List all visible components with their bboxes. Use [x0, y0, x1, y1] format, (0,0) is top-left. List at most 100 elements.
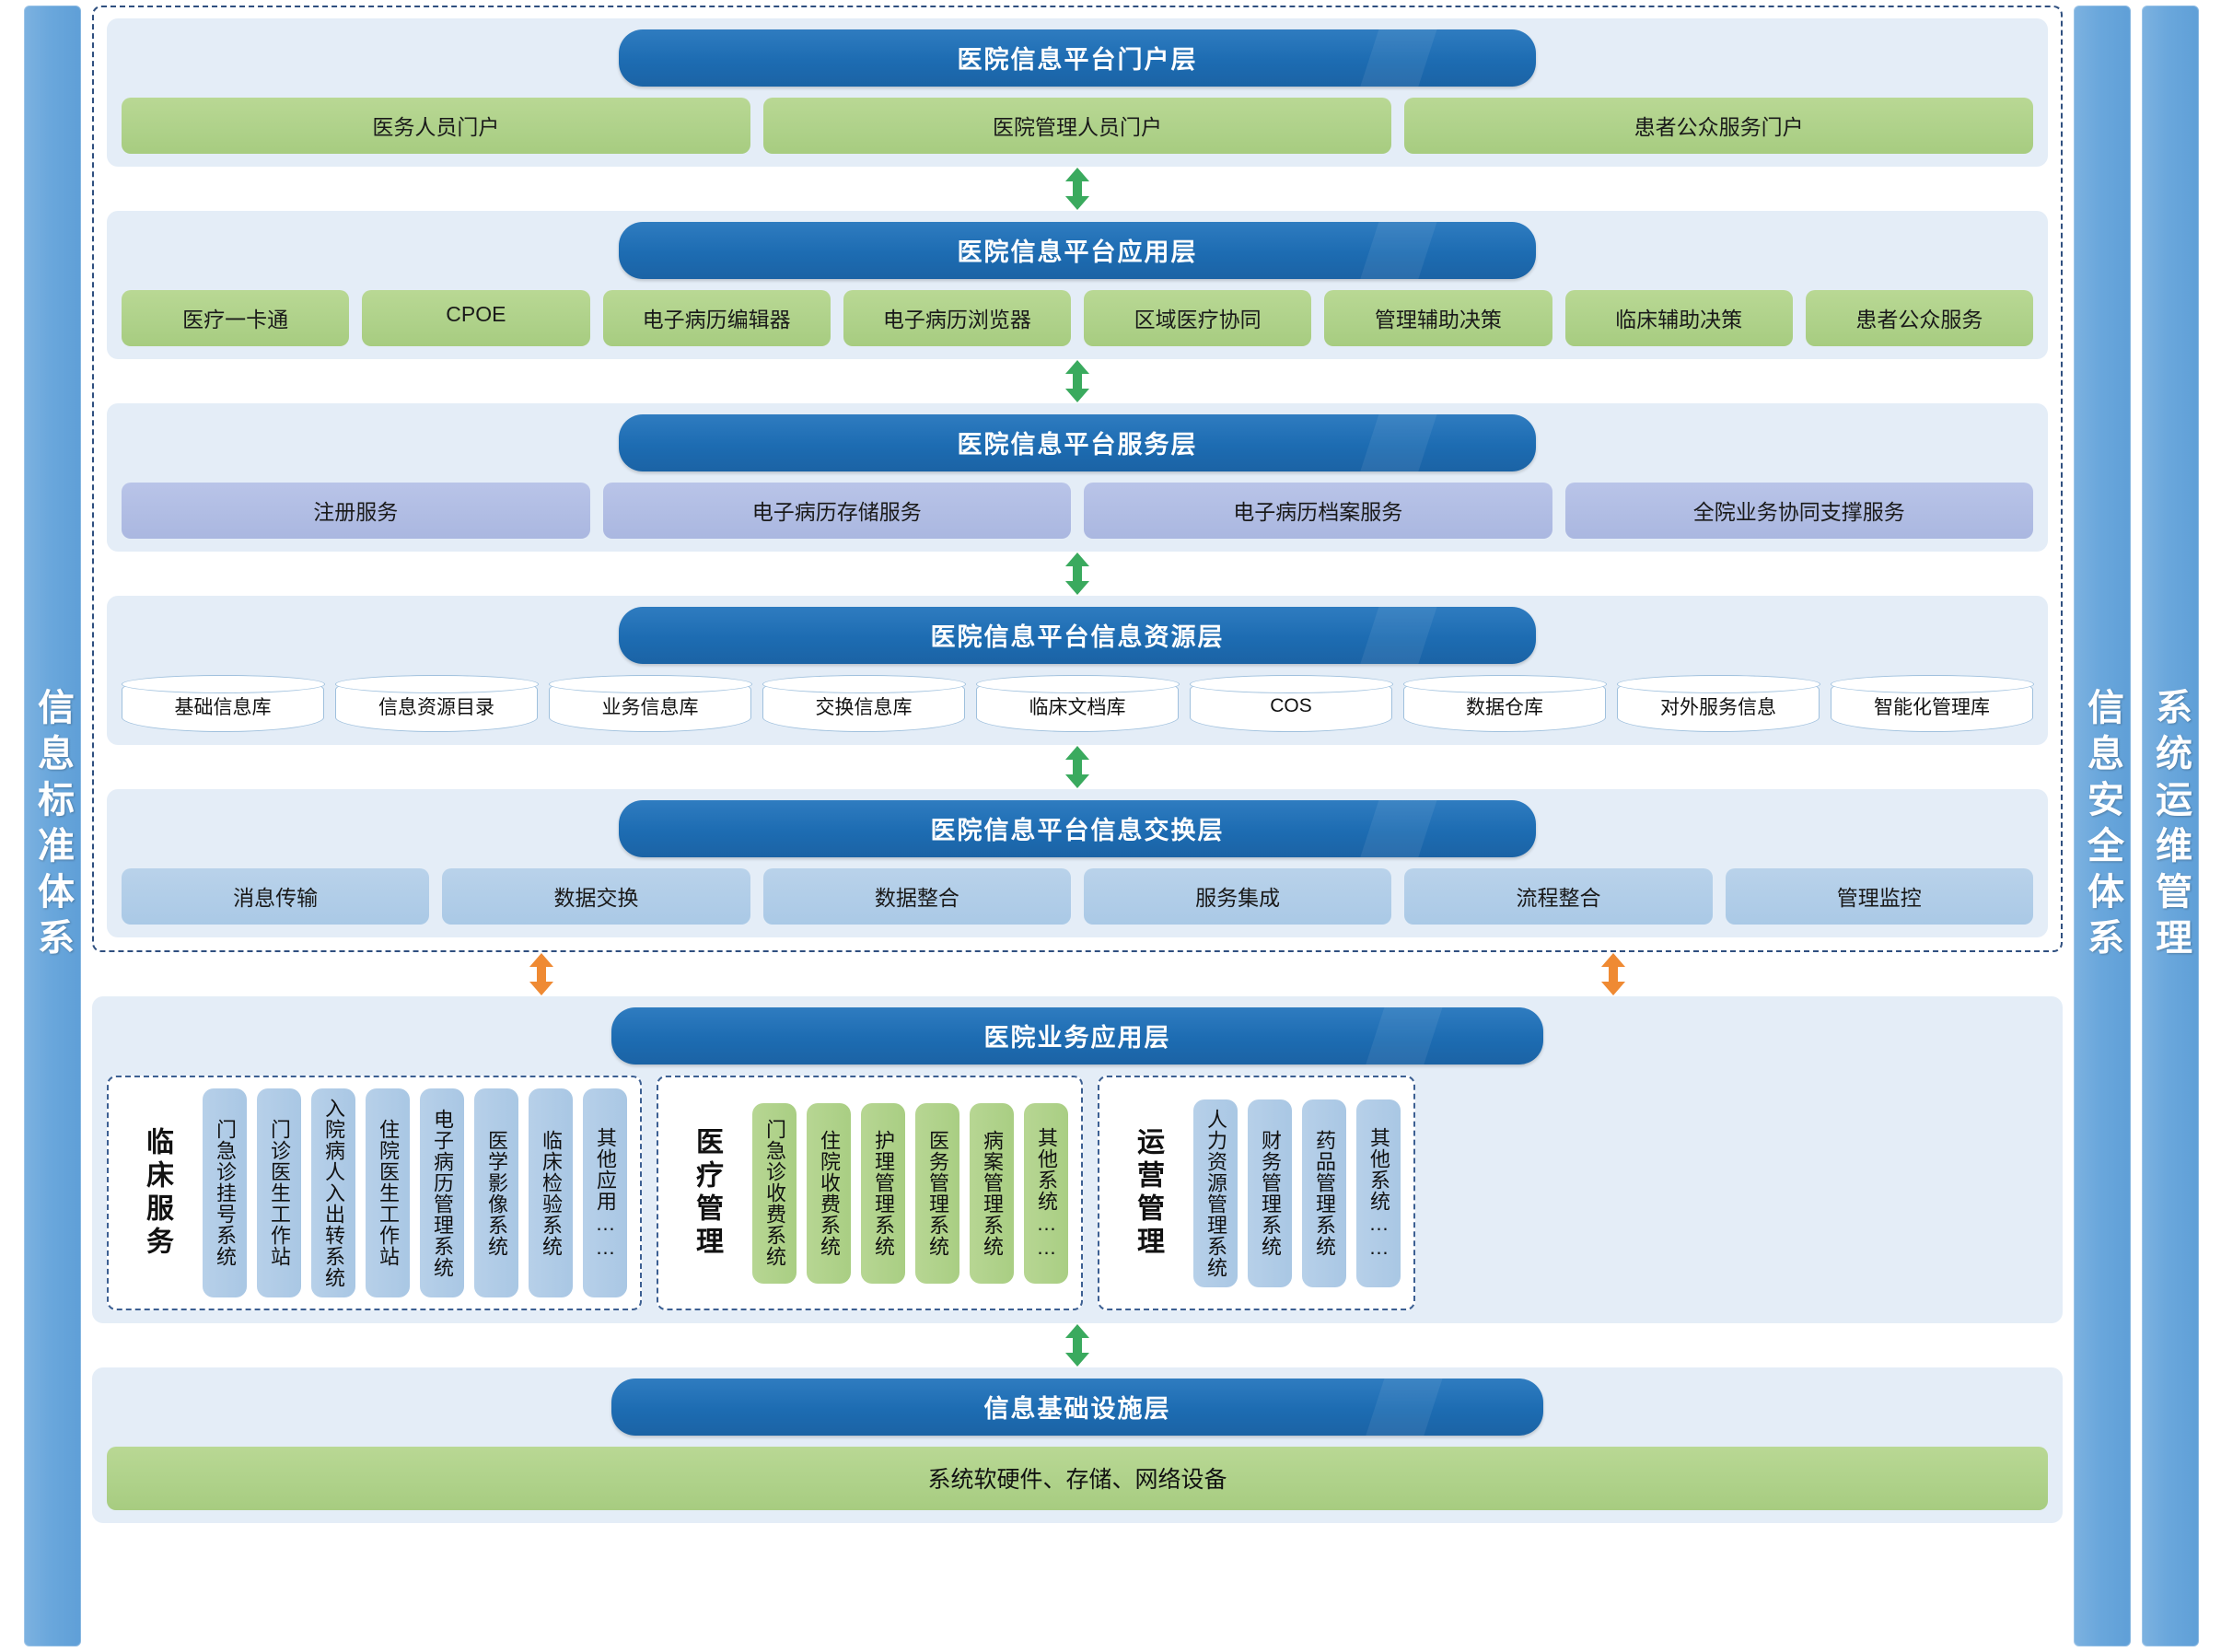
chip-portal-admin[interactable]: 医院管理人员门户 — [762, 98, 1392, 154]
database-cylinder-exchange[interactable]: 交换信息库 — [762, 674, 966, 732]
cyl-label: 智能化管理库 — [1874, 697, 1990, 718]
cyl-label: COS — [1270, 695, 1312, 716]
bidirectional-green-arrow-icon — [1065, 553, 1089, 595]
cyl-label: 业务信息库 — [601, 697, 699, 718]
vchip-other-clinical-apps[interactable]: 其他应用…… — [583, 1088, 627, 1297]
connector-platform-business — [92, 952, 2063, 996]
layer-infrastructure: 信息基础设施层 系统软硬件、存储、网络设备 — [92, 1367, 2063, 1523]
vchip-medical-affairs[interactable]: 医务管理系统 — [915, 1102, 959, 1284]
layer-business-title: 医院业务应用层 — [611, 1007, 1543, 1064]
layer-portal-items: 医务人员门户 医院管理人员门户 患者公众服务门户 — [122, 98, 2034, 154]
database-cylinder-smart-mgmt[interactable]: 智能化管理库 — [1830, 674, 2034, 732]
chip-app-clinical-dss[interactable]: 临床辅助决策 — [1564, 290, 1793, 346]
vchip-medical-imaging[interactable]: 医学影像系统 — [474, 1088, 518, 1297]
chip-svc-emr-archive[interactable]: 电子病历档案服务 — [1084, 483, 1552, 539]
layer-application-items: 医疗一卡通 CPOE 电子病历编辑器 电子病历浏览器 区域医疗协同 管理辅助决策… — [122, 290, 2033, 346]
layer-resource-title: 医院信息平台信息资源层 — [618, 607, 1537, 664]
chip-app-card[interactable]: 医疗一卡通 — [122, 290, 350, 346]
vchip-outpatient-billing[interactable]: 门急诊收费系统 — [752, 1102, 797, 1284]
layer-exchange-items: 消息传输 数据交换 数据整合 服务集成 流程整合 管理监控 — [122, 868, 2033, 925]
chip-app-patient-svc[interactable]: 患者公众服务 — [1805, 290, 2033, 346]
sidebar-system-operation-maintenance: 系统运维管理 — [2142, 6, 2199, 1646]
chip-ex-data-exch[interactable]: 数据交换 — [442, 868, 750, 925]
bidirectional-green-arrow-icon — [1065, 168, 1089, 210]
infrastructure-item-hardware[interactable]: 系统软硬件、存储、网络设备 — [107, 1447, 2048, 1510]
sidebar-information-security-system: 信息安全体系 — [2074, 6, 2131, 1646]
group-label-operations: 运营管理 — [1133, 1126, 1163, 1260]
bidirectional-green-arrow-icon — [1065, 360, 1089, 402]
chip-portal-staff[interactable]: 医务人员门户 — [122, 98, 750, 154]
business-groups: 临床服务 门急诊挂号系统 门诊医生工作站 入院病人入出转系统 住院医生工作站 电… — [107, 1076, 2048, 1310]
bidirectional-green-arrow-icon — [1065, 746, 1089, 788]
chip-app-cpoe[interactable]: CPOE — [362, 290, 590, 346]
sidebar-information-standard-system: 信息标准体系 — [24, 6, 81, 1646]
vchip-human-resources[interactable]: 人力资源管理系统 — [1193, 1099, 1238, 1287]
connector-business-infrastructure — [92, 1323, 2063, 1367]
cyl-label: 临床文档库 — [1029, 697, 1126, 718]
database-cylinder-clinical-doc[interactable]: 临床文档库 — [975, 674, 1180, 732]
database-cylinder-business[interactable]: 业务信息库 — [548, 674, 752, 732]
layer-portal: 医院信息平台门户层 医务人员门户 医院管理人员门户 患者公众服务门户 — [107, 18, 2048, 167]
vchip-inpatient-doctor-station[interactable]: 住院医生工作站 — [366, 1088, 410, 1297]
business-group-medical-management: 医疗管理 门急诊收费系统 住院收费系统 护理管理系统 医务管理系统 病案管理系统… — [657, 1076, 1083, 1310]
layer-infrastructure-title: 信息基础设施层 — [611, 1379, 1543, 1436]
main-column: 医院信息平台门户层 医务人员门户 医院管理人员门户 患者公众服务门户 医院信息平… — [92, 6, 2063, 1646]
database-cylinder-external-svc[interactable]: 对外服务信息 — [1616, 674, 1820, 732]
database-cylinder-catalog[interactable]: 信息资源目录 — [334, 674, 539, 732]
bidirectional-orange-arrow-icon — [529, 953, 553, 995]
chip-svc-registry[interactable]: 注册服务 — [122, 483, 590, 539]
chip-app-mgmt-dss[interactable]: 管理辅助决策 — [1324, 290, 1552, 346]
vchip-clinical-laboratory[interactable]: 临床检验系统 — [529, 1088, 573, 1297]
vchip-nursing-management[interactable]: 护理管理系统 — [861, 1102, 905, 1284]
group-label-medical-management: 医疗管理 — [692, 1126, 722, 1260]
database-cylinder-basic-info[interactable]: 基础信息库 — [121, 674, 325, 732]
vchip-outpatient-registration[interactable]: 门急诊挂号系统 — [203, 1088, 247, 1297]
vchip-outpatient-doctor-station[interactable]: 门诊医生工作站 — [257, 1088, 301, 1297]
connector-service-resource — [107, 552, 2048, 596]
medical-management-systems: 门急诊收费系统 住院收费系统 护理管理系统 医务管理系统 病案管理系统 其他系统… — [752, 1102, 1068, 1284]
cyl-label: 对外服务信息 — [1660, 697, 1776, 718]
chip-ex-svc-integ[interactable]: 服务集成 — [1083, 868, 1392, 925]
group-label-clinical: 临床服务 — [142, 1126, 172, 1260]
business-group-operations: 运营管理 人力资源管理系统 财务管理系统 药品管理系统 其他系统…… — [1098, 1076, 1415, 1310]
vchip-other-medical-systems[interactable]: 其他系统…… — [1024, 1102, 1068, 1284]
vchip-inpatient-billing[interactable]: 住院收费系统 — [807, 1102, 851, 1284]
clinical-systems: 门急诊挂号系统 门诊医生工作站 入院病人入出转系统 住院医生工作站 电子病历管理… — [203, 1088, 627, 1297]
vchip-admission-transfer-discharge[interactable]: 入院病人入出转系统 — [311, 1088, 355, 1297]
operations-systems: 人力资源管理系统 财务管理系统 药品管理系统 其他系统…… — [1193, 1099, 1401, 1287]
vchip-emr-management[interactable]: 电子病历管理系统 — [420, 1088, 464, 1297]
chip-svc-collab[interactable]: 全院业务协同支撑服务 — [1564, 483, 2033, 539]
vchip-finance-management[interactable]: 财务管理系统 — [1248, 1099, 1292, 1287]
layer-resource-items: 基础信息库 信息资源目录 业务信息库 交换信息库 临床文档库 COS 数据仓库 … — [121, 674, 2034, 732]
chip-ex-monitor[interactable]: 管理监控 — [1725, 868, 2033, 925]
layer-exchange-title: 医院信息平台信息交换层 — [618, 800, 1537, 857]
bidirectional-orange-arrow-icon — [1601, 953, 1626, 995]
connector-portal-application — [107, 167, 2048, 211]
bidirectional-green-arrow-icon — [1065, 1324, 1089, 1367]
cyl-label: 信息资源目录 — [378, 697, 494, 718]
database-cylinder-warehouse[interactable]: 数据仓库 — [1402, 674, 1607, 732]
chip-app-regional[interactable]: 区域医疗协同 — [1084, 290, 1312, 346]
database-cylinder-cos[interactable]: COS — [1189, 674, 1393, 732]
vchip-medical-records[interactable]: 病案管理系统 — [970, 1102, 1014, 1284]
cyl-label: 数据仓库 — [1466, 697, 1543, 718]
vchip-other-operations-systems[interactable]: 其他系统…… — [1356, 1099, 1401, 1287]
chip-portal-patient[interactable]: 患者公众服务门户 — [1404, 98, 2034, 154]
layer-application-title: 医院信息平台应用层 — [618, 222, 1537, 279]
vchip-drug-management[interactable]: 药品管理系统 — [1302, 1099, 1346, 1287]
layer-service-items: 注册服务 电子病历存储服务 电子病历档案服务 全院业务协同支撑服务 — [122, 483, 2033, 539]
chip-ex-data-integ[interactable]: 数据整合 — [762, 868, 1071, 925]
business-group-clinical: 临床服务 门急诊挂号系统 门诊医生工作站 入院病人入出转系统 住院医生工作站 电… — [107, 1076, 642, 1310]
chip-ex-process[interactable]: 流程整合 — [1404, 868, 1713, 925]
chip-svc-emr-store[interactable]: 电子病历存储服务 — [602, 483, 1071, 539]
cyl-label: 基础信息库 — [174, 697, 272, 718]
layer-portal-title: 医院信息平台门户层 — [618, 29, 1537, 87]
connector-application-service — [107, 359, 2048, 403]
chip-ex-message[interactable]: 消息传输 — [122, 868, 430, 925]
layer-service-title: 医院信息平台服务层 — [618, 414, 1537, 471]
layer-application: 医院信息平台应用层 医疗一卡通 CPOE 电子病历编辑器 电子病历浏览器 区域医… — [107, 211, 2048, 359]
chip-app-emr-browser[interactable]: 电子病历浏览器 — [843, 290, 1071, 346]
chip-app-emr-editor[interactable]: 电子病历编辑器 — [602, 290, 831, 346]
connector-resource-exchange — [107, 745, 2048, 789]
